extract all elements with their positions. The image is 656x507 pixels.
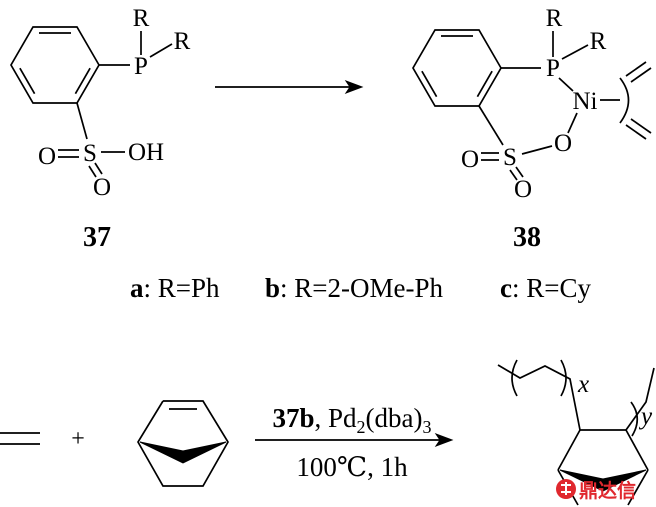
atom-o-left: O bbox=[38, 143, 56, 170]
benzene-ring bbox=[412, 29, 502, 107]
s-o-bottom-double-bond bbox=[94, 162, 103, 175]
atom-p: P bbox=[134, 53, 148, 80]
polyethylene-segment bbox=[497, 364, 581, 431]
ligand-subscript: 3 bbox=[423, 417, 432, 437]
legend-c-key: c bbox=[500, 273, 512, 303]
atom-o-bottom: O bbox=[93, 174, 111, 201]
ring-s-bond bbox=[76, 102, 88, 140]
legend-b-key: b bbox=[265, 273, 280, 303]
allyl-bond-bottom bbox=[630, 118, 652, 134]
bracket-x-right bbox=[560, 359, 567, 397]
atom-o-bridge: O bbox=[554, 130, 572, 157]
ring-inner-double-bond bbox=[476, 70, 493, 98]
norbornane-bridge-wedge bbox=[559, 469, 647, 492]
atom-o-left: O bbox=[461, 146, 479, 173]
atom-p: P bbox=[546, 55, 560, 82]
norbornane-edge-left bbox=[557, 429, 581, 471]
conditions-label: 100℃, 1h bbox=[296, 452, 408, 482]
allyl-bond-top bbox=[625, 61, 647, 77]
s-o-bottom-double-bond bbox=[509, 169, 518, 181]
atom-r-top: R bbox=[133, 5, 150, 32]
atom-r-right: R bbox=[590, 28, 607, 55]
legend-b: b: R=2-OMe-Ph bbox=[265, 273, 444, 303]
atom-oh: OH bbox=[128, 139, 164, 166]
reaction-arrow-2 bbox=[255, 432, 454, 448]
benzene-ring bbox=[10, 26, 100, 104]
repeat-label-y: y bbox=[638, 403, 653, 430]
ring-s-bond bbox=[478, 105, 504, 146]
atom-s: S bbox=[503, 144, 517, 171]
compound-37: P R R S O OH O 37 bbox=[10, 5, 191, 253]
bracket-y-right bbox=[630, 401, 639, 437]
arrow-head bbox=[344, 79, 364, 95]
norbornene-bridge-wedge bbox=[139, 441, 227, 464]
reaction-arrow-1 bbox=[215, 79, 364, 95]
norbornene-ring bbox=[137, 400, 229, 487]
atom-ni: Ni bbox=[573, 88, 598, 115]
atom-o-bottom: O bbox=[514, 176, 532, 203]
legend-a: a: R=Ph bbox=[130, 273, 220, 303]
atom-r-right: R bbox=[174, 28, 191, 55]
allyl-arc bbox=[619, 77, 630, 124]
s-o-bottom-double-bond bbox=[515, 166, 524, 178]
ring-inner-double-bond bbox=[19, 67, 36, 95]
legend-a-text: : R=Ph bbox=[144, 273, 221, 303]
metal-subscript: 2 bbox=[357, 417, 366, 437]
norbornane-edge-lower-right bbox=[627, 469, 649, 506]
watermark-text: 鼎达信 bbox=[579, 479, 636, 502]
legend-c-text: : R=Cy bbox=[512, 273, 591, 303]
compound-label-37: 37 bbox=[83, 222, 111, 253]
allyl-bond-top bbox=[630, 67, 652, 83]
plus-sign: + bbox=[71, 426, 85, 452]
o-ni-bond bbox=[567, 112, 578, 134]
norbornane-edge-right bbox=[625, 429, 649, 471]
allyl-bond-bottom bbox=[625, 124, 647, 140]
bracket-x-left bbox=[511, 359, 518, 397]
watermark-glyph-icon bbox=[561, 482, 571, 495]
ring-inner-double-bond bbox=[421, 70, 438, 98]
arrow-head bbox=[434, 432, 454, 448]
compound-38: P R R Ni O S O O 38 bbox=[412, 5, 652, 253]
chain-continuation bbox=[625, 367, 655, 431]
ring-inner-double-bond bbox=[74, 67, 91, 95]
norbornene bbox=[137, 400, 229, 487]
s-o-bottom-double-bond bbox=[88, 165, 97, 178]
atom-r-top: R bbox=[546, 5, 563, 32]
ethylene bbox=[0, 432, 40, 445]
p-r-right-bond bbox=[149, 43, 173, 58]
atom-s: S bbox=[83, 140, 97, 167]
metal-label: , Pd bbox=[315, 403, 358, 433]
ligand-label: (dba) bbox=[366, 403, 423, 433]
watermark-logo: 鼎达信 bbox=[556, 479, 636, 502]
s-o-bridge-bond bbox=[521, 145, 553, 155]
reagents-label: 37b, Pd2(dba)3 bbox=[272, 403, 431, 437]
p-ni-bond bbox=[558, 77, 574, 92]
catalyst-label: 37b bbox=[272, 403, 314, 433]
legend-c: c: R=Cy bbox=[500, 273, 591, 303]
substituent-legend: a: R=Ph b: R=2-OMe-Ph c: R=Cy bbox=[130, 273, 591, 303]
compound-label-38: 38 bbox=[513, 222, 541, 253]
p-r-right-bond bbox=[561, 44, 589, 60]
legend-b-text: : R=2-OMe-Ph bbox=[280, 273, 443, 303]
allyl-ligand bbox=[600, 61, 652, 140]
repeat-label-x: x bbox=[577, 371, 589, 398]
legend-a-key: a bbox=[130, 273, 144, 303]
